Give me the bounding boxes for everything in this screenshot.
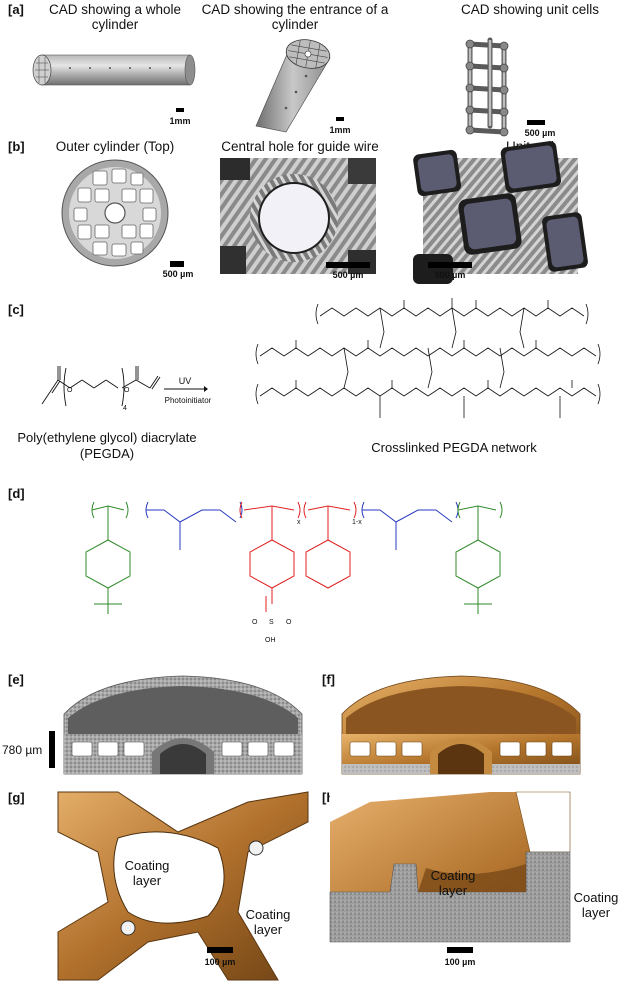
pegda-subscript: 4 — [123, 405, 127, 412]
scale-label-b2: 500 µm — [332, 270, 364, 280]
caption-central-hole: Central hole for guide wire — [221, 139, 379, 154]
reaction-arrow-photoinitiator: Photoinitiator — [164, 396, 212, 405]
scale-bar-a2 — [336, 117, 344, 121]
scale-bar-a3 — [527, 120, 545, 125]
central-hole-micrograph — [220, 158, 376, 274]
scale-label-a1: 1mm — [169, 116, 191, 126]
panel-label-g: [g] — [8, 790, 25, 805]
panel-label-d: [d] — [8, 486, 25, 501]
panel-label-f: [f] — [322, 672, 335, 687]
sulfonic-s: S — [269, 619, 274, 626]
cad-whole-cylinder — [32, 54, 196, 86]
scale-label-g: 100 µm — [204, 957, 236, 967]
panel-label-b: [b] — [8, 139, 25, 154]
sulfonic-oh: OH — [265, 637, 276, 644]
pegda-oxygen-right: O — [124, 387, 130, 394]
cad-cylinder-entrance — [255, 39, 331, 133]
coating-closeup-g — [57, 791, 309, 981]
scale-label-b1: 500 µm — [162, 269, 194, 279]
scale-bar-b3 — [428, 262, 472, 268]
coating-label-g1: Coating layer — [124, 858, 170, 888]
microct-gray-rendering — [63, 675, 303, 775]
scale-label-a2: 1mm — [329, 125, 351, 135]
scale-label-e: 780 µm — [2, 743, 43, 757]
network-caption: Crosslinked PEGDA network — [371, 440, 537, 455]
caption-unit-cells: CAD showing unit cells — [460, 2, 600, 17]
scale-bar-a1 — [176, 108, 184, 112]
coating-label-h2: Coating layer — [573, 890, 619, 920]
scale-label-b3: 500 µm — [434, 270, 466, 280]
sulfonic-o-left: O — [252, 619, 258, 626]
coating-label-h1: Coating layer — [430, 868, 476, 898]
coating-label-g2: Coating layer — [245, 907, 291, 937]
scale-bar-h — [447, 947, 473, 953]
subscript-1-x: 1-x — [352, 519, 362, 526]
panel-label-e: [e] — [8, 672, 24, 687]
cad-unit-cells — [465, 37, 509, 137]
caption-whole-cylinder: CAD showing a whole cylinder — [48, 2, 182, 32]
reaction-arrow-uv: UV — [178, 376, 192, 386]
pegda-monomer-structure: O O 4 — [41, 366, 161, 412]
sulfonic-o-right: O — [286, 619, 292, 626]
coating-closeup-h — [329, 791, 580, 952]
scale-label-a3: 500 µm — [524, 128, 556, 138]
scale-bar-e — [49, 731, 55, 768]
pegda-oxygen-left: O — [67, 387, 73, 394]
outer-cylinder-top-image — [61, 159, 169, 267]
scale-bar-g — [207, 947, 233, 953]
pegda-name: Poly(ethylene glycol) diacrylate — [17, 430, 197, 445]
unit-cell-micrograph — [413, 141, 588, 284]
panel-label-c: [c] — [8, 302, 24, 317]
scale-label-h: 100 µm — [444, 957, 476, 967]
caption-outer-cylinder: Outer cylinder (Top) — [55, 139, 175, 154]
subscript-x: x — [297, 519, 301, 526]
panel-label-a: [a] — [8, 2, 24, 17]
crosslinked-network-structure — [255, 298, 601, 418]
caption-cylinder-entrance: CAD showing the entrance of a cylinder — [201, 2, 389, 32]
sulfonated-block-copolymer-structure: x 1-x S O O OH — [85, 501, 503, 644]
microct-colored-rendering — [341, 675, 581, 775]
reaction-arrow — [164, 386, 208, 392]
pegda-abbreviation: (PEGDA) — [79, 446, 135, 461]
scale-bar-b1 — [170, 261, 184, 267]
scale-bar-b2 — [326, 262, 370, 268]
